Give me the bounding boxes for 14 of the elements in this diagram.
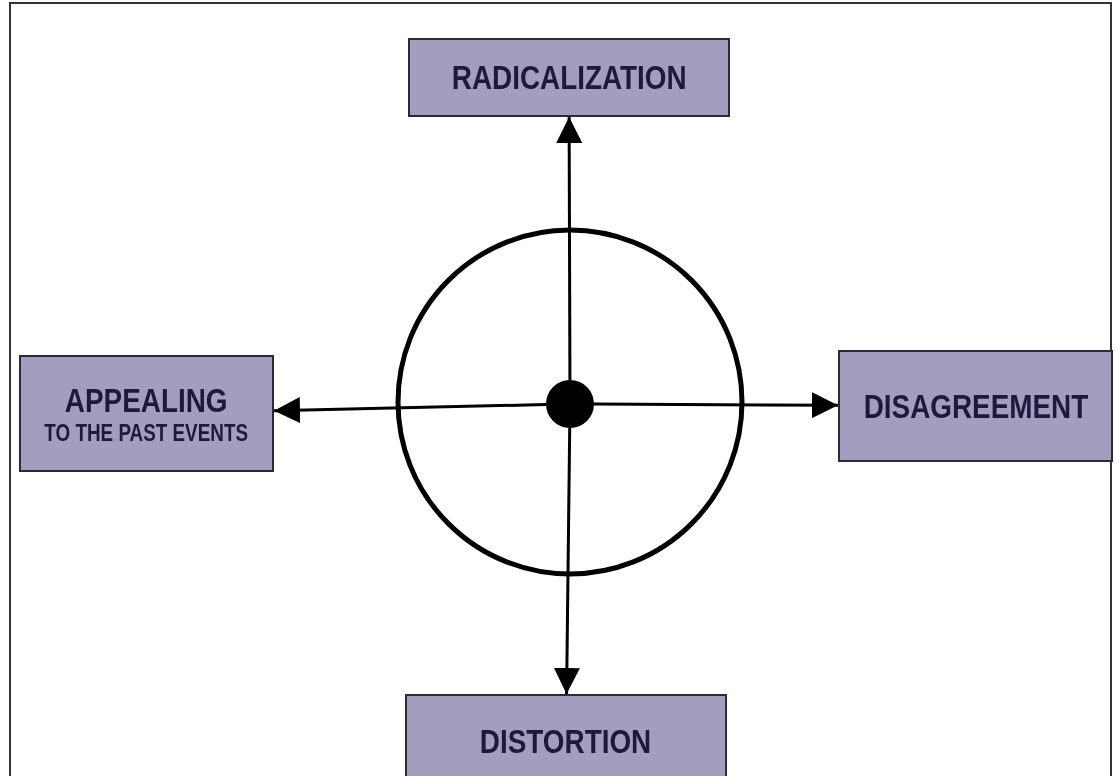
arrow [556, 117, 583, 380]
arrow [594, 392, 838, 419]
center-dot [546, 380, 594, 428]
box-heading: DISTORTION [480, 722, 652, 761]
arrow [553, 427, 580, 695]
label-box [405, 694, 727, 776]
box-heading: APPEALING [65, 380, 228, 420]
label-box [408, 38, 730, 117]
box-heading: DISAGREEMENT [863, 386, 1088, 426]
label-box [838, 350, 1113, 462]
box-heading: RADICALIZATION [451, 58, 687, 97]
label-box [19, 355, 274, 472]
box-subheading: TO THE PAST EVENTS [44, 419, 249, 447]
arrow [273, 397, 547, 424]
